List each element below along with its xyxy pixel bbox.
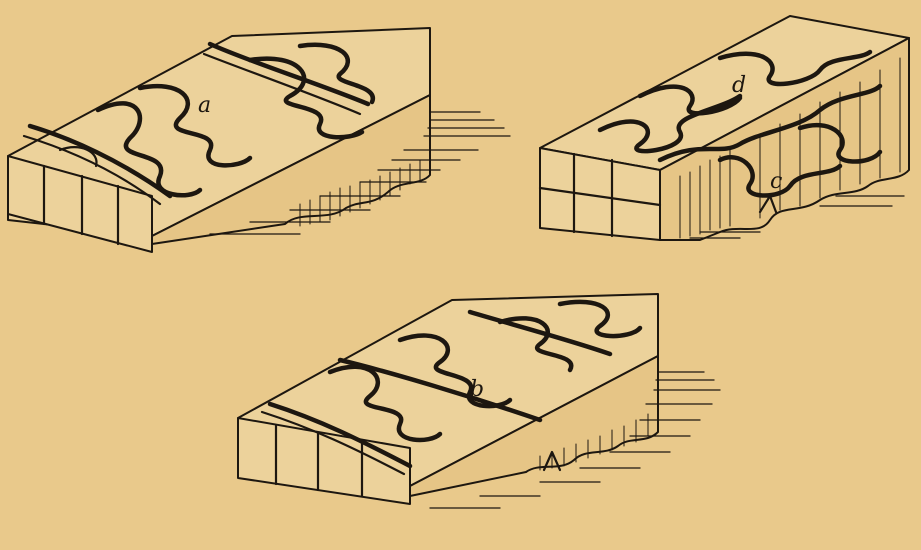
block-a-illustration	[8, 28, 510, 252]
label-b: b	[470, 377, 484, 402]
label-c: c	[770, 169, 782, 194]
label-d: d	[732, 73, 746, 98]
label-a: a	[198, 93, 211, 118]
block-d-illustration	[540, 16, 909, 240]
